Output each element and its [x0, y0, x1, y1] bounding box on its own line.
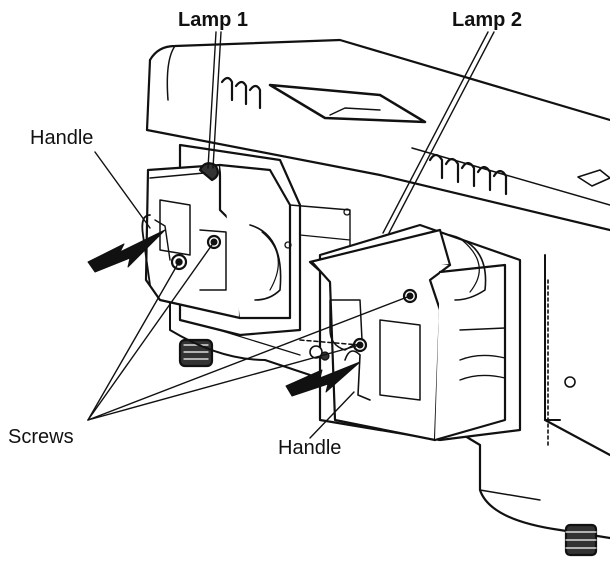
screws-label: Screws	[8, 426, 74, 448]
pull-arrows	[87, 229, 361, 397]
handle-left-label: Handle	[30, 127, 94, 149]
lamp-1-unit	[141, 143, 351, 337]
pull-arrow-left	[87, 229, 166, 273]
lamp-2-label: Lamp 2	[452, 9, 523, 31]
projector-body	[145, 38, 610, 557]
pull-arrow-right	[285, 361, 361, 397]
lamp-1-label: Lamp 1	[178, 9, 249, 31]
handle-bottom-label: Handle	[278, 437, 342, 459]
lamp-2-unit	[299, 223, 522, 442]
leader-lines	[87, 31, 495, 439]
